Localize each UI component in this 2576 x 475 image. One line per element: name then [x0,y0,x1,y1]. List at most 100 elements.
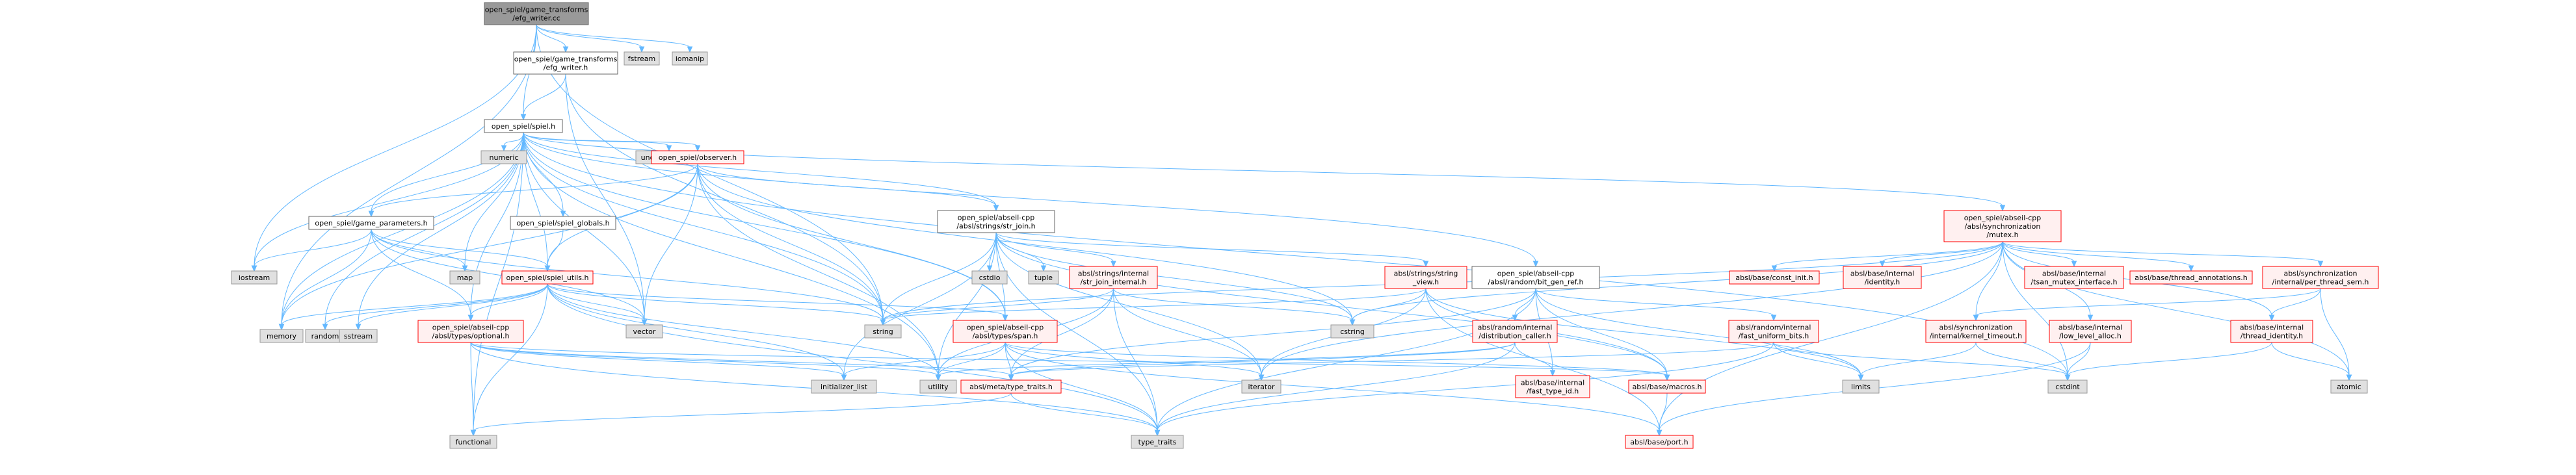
node-port[interactable]: absl/base/port.h [1625,435,1694,449]
node-label: open_spiel/abseil-cpp [432,324,510,332]
node-thread-identity[interactable]: absl/base/internal/thread_identity.h [2230,320,2313,343]
node-label: open_spiel/spiel.h [492,122,555,131]
node-atomic: atomic [2330,379,2368,394]
node-box [1628,379,1706,394]
node-label: random [311,332,339,340]
node-label: iostream [239,274,270,282]
node-cstdint: cstdint [2047,379,2088,394]
node-string-view[interactable]: absl/strings/string_view.h [1384,266,1467,289]
node-label: absl/base/internal [2240,324,2304,332]
edge-spiel_utils-to-span [547,283,1008,322]
node-tuple: tuple [1028,270,1059,285]
node-label: /str_join_internal.h [1081,278,1147,287]
node-box [484,119,563,133]
node-label: fstream [628,55,655,63]
node-label: string [873,327,893,336]
edge-spiel-to-bit_gen_ref [523,132,1539,268]
node-box [1472,320,1558,343]
edge-thread_identity-to-atomic [2271,342,2352,381]
node-label: /distribution_caller.h [1479,332,1551,340]
node-label: _view.h [1412,278,1439,287]
node-spiel[interactable]: open_spiel/spiel.h [484,119,563,133]
node-box [971,270,1008,285]
node-map: map [449,270,480,285]
node-label: absl/base/macros.h [1633,383,1702,391]
node-tsan[interactable]: absl/base/internal/tsan_mutex_interface.… [2024,266,2124,289]
node-box [308,216,434,230]
node-span[interactable]: open_spiel/abseil-cpp/absl/types/span.h [953,320,1058,343]
edge-root-to-iomanip [536,24,693,53]
node-fstream: fstream [624,51,660,66]
node-label: atomic [2337,383,2361,391]
edge-kernel_timeout-to-limits [1858,342,1977,381]
node-low-level-alloc[interactable]: absl/base/internal/low_level_alloc.h [2049,320,2132,343]
node-label: utility [928,383,949,391]
node-box [953,320,1058,343]
node-cstring: cstring [1330,324,1374,339]
edge-mutex-to-const_init [1771,241,2003,272]
node-label: absl/base/thread_annotations.h [2135,274,2247,282]
node-box [2047,379,2088,394]
node-dist-caller[interactable]: absl/random/internal/distribution_caller… [1472,320,1558,343]
node-spiel-globals[interactable]: open_spiel/spiel_globals.h [510,216,616,230]
node-spiel-utils[interactable]: open_spiel/spiel_utils.h [501,270,594,285]
node-iterator: iterator [1241,379,1281,394]
edge-root-to-efgh [536,24,569,53]
edge-observer-to-cstring [697,163,1356,326]
node-label: cstring [1340,327,1365,336]
node-macros[interactable]: absl/base/macros.h [1628,379,1706,394]
node-label: iomanip [676,55,704,63]
node-label: absl/base/port.h [1630,438,1688,446]
node-box [1943,210,2062,242]
node-label: open_spiel/abseil-cpp [958,214,1035,222]
node-label: limits [1851,383,1871,391]
node-label: /tsan_mutex_interface.h [2031,278,2117,287]
node-label: /efg_writer.h [544,64,588,72]
node-label: open_spiel/game_transforms [514,55,618,64]
node-iomanip: iomanip [672,51,708,66]
node-optional[interactable]: open_spiel/abseil-cpp/absl/types/optiona… [417,320,524,343]
node-box [2330,379,2368,394]
node-box [811,379,877,394]
node-kernel-timeout[interactable]: absl/synchronization/internal/kernel_tim… [1925,320,2027,343]
node-const-init[interactable]: absl/base/const_init.h [1729,270,1820,285]
edge-kernel_timeout-to-cstdint [1975,342,2071,381]
edge-layer [251,24,2352,437]
node-label: absl/synchronization [1939,324,2012,332]
node-box [501,270,594,285]
edge-spiel-to-cstdint [523,132,2071,381]
node-label: absl/random/internal [1737,324,1811,332]
edge-spiel_utils-to-random [322,283,548,331]
node-root[interactable]: open_spiel/game_transforms/efg_writer.cc [484,2,589,25]
node-label: open_spiel/abseil-cpp [1964,214,2042,222]
node-label: /absl/types/span.h [973,332,1038,340]
node-box [1625,435,1694,449]
edge-spiel_utils-to-memory [278,283,548,331]
edge-per_thread_sem-to-thread_identity [2268,288,2321,322]
node-box [339,329,378,343]
node-mutex[interactable]: open_spiel/abseil-cpp/absl/synchronizati… [1943,210,2062,242]
node-game-params[interactable]: open_spiel/game_parameters.h [308,216,434,230]
edge-str_join-to-initializer_list [841,232,997,381]
edge-efgh-to-spiel [520,73,566,121]
edge-dist_caller-to-utility [935,342,1516,381]
edge-root-to-fstream [536,24,645,53]
node-fast-type-id[interactable]: absl/base/internal/fast_type_id.h [1515,375,1590,398]
node-efgh[interactable]: open_spiel/game_transforms/efg_writer.h [513,51,618,75]
node-label: absl/base/internal [1850,270,1914,278]
edge-mutex-to-per_thread_sem [2002,241,2324,268]
node-box [513,51,618,75]
node-str-join-internal[interactable]: absl/strings/internal/str_join_internal.… [1069,266,1158,289]
node-per-thread-sem[interactable]: absl/synchronization/internal/per_thread… [2262,266,2379,289]
node-box [484,2,589,25]
node-thread-annot[interactable]: absl/base/thread_annotations.h [2129,270,2253,285]
node-type-traits-h[interactable]: absl/meta/type_traits.h [960,379,1062,394]
node-observer[interactable]: open_spiel/observer.h [651,150,744,164]
node-fast-uniform[interactable]: absl/random/internal/fast_uniform_bits.h [1728,320,1819,343]
node-identity[interactable]: absl/base/internal/identity.h [1843,266,1922,289]
node-box [1069,266,1158,289]
node-numeric: numeric [480,150,527,164]
node-str-join[interactable]: open_spiel/abseil-cpp/absl/strings/str_j… [937,210,1055,233]
node-bit-gen-ref[interactable]: open_spiel/abseil-cpp/absl/random/bit_ge… [1471,266,1600,289]
